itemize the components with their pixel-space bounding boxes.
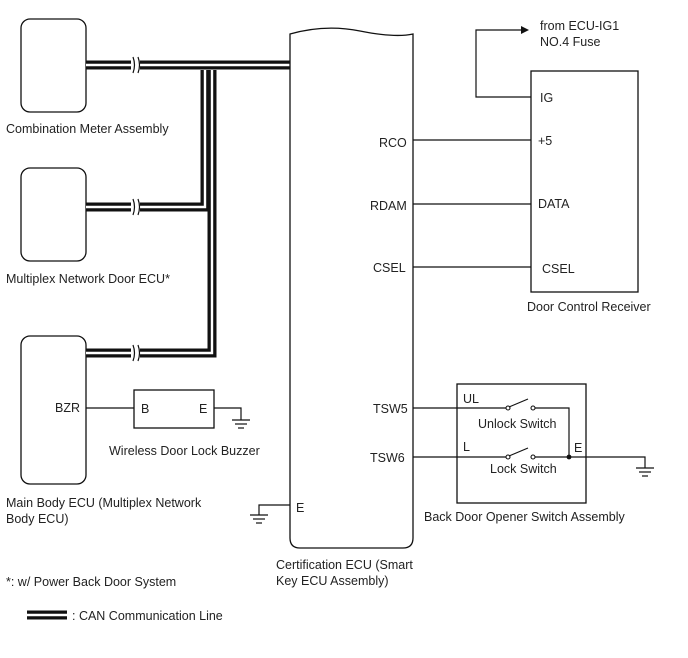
main-body-ecu-label-line2: Body ECU) (6, 512, 69, 526)
footnote: *: w/ Power Back Door System (6, 575, 176, 589)
sw-pin-l: L (463, 440, 470, 454)
power-arrow-icon (521, 26, 529, 34)
ecu-ground-icon (250, 514, 268, 524)
back-door-switch-label: Back Door Opener Switch Assembly (424, 510, 626, 524)
sw-pin-ul: UL (463, 392, 479, 406)
certification-ecu-box (289, 27, 414, 549)
unlock-switch-label: Unlock Switch (478, 417, 557, 431)
door-control-receiver-box (530, 70, 639, 293)
pin-bzr: BZR (55, 401, 80, 415)
pin-tsw5: TSW5 (373, 402, 408, 416)
rx-pin-ig: IG (540, 91, 553, 105)
buzzer-label: Wireless Door Lock Buzzer (109, 444, 260, 458)
ecu-ground-wire (258, 504, 290, 515)
ig-power-wire (475, 29, 531, 98)
pin-rco: RCO (379, 136, 407, 150)
certification-ecu-label-line2: Key ECU Assembly) (276, 574, 389, 588)
switch-ground-icon (636, 467, 654, 477)
combination-meter-label: Combination Meter Assembly (6, 122, 169, 136)
buzzer-ground-wire (214, 407, 242, 420)
buzzer-ground-icon (232, 419, 250, 429)
power-label-line1: from ECU-IG1 (540, 19, 619, 33)
main-body-ecu-box (20, 335, 87, 485)
unlock-switch-icon (457, 398, 570, 457)
multiplex-door-ecu-label: Multiplex Network Door ECU* (6, 272, 170, 286)
combination-meter-box (20, 18, 87, 113)
pin-csel: CSEL (373, 261, 406, 275)
multiplex-door-ecu-box (20, 167, 87, 262)
pin-ecu-e: E (296, 501, 304, 515)
buzzer-box (133, 389, 215, 429)
lock-switch-icon (457, 447, 569, 460)
wire-break-marks (131, 56, 141, 362)
buzzer-pin-b: B (141, 402, 149, 416)
pin-rdam: RDAM (370, 199, 407, 213)
rx-pin-csel: CSEL (542, 262, 575, 276)
lock-switch-label: Lock Switch (490, 462, 557, 476)
pin-tsw6: TSW6 (370, 451, 405, 465)
sw-pin-e: E (574, 441, 582, 455)
rx-pin-data: DATA (538, 197, 570, 211)
door-control-receiver-label: Door Control Receiver (527, 300, 651, 314)
rx-pin-5v: +5 (538, 134, 552, 148)
back-door-switch-box (456, 383, 587, 504)
certification-ecu-label-line1: Certification ECU (Smart (276, 558, 413, 572)
power-label-line2: NO.4 Fuse (540, 35, 600, 49)
can-bus (86, 60, 290, 358)
switch-ground-wire (569, 456, 646, 468)
buzzer-pin-e: E (199, 402, 207, 416)
main-body-ecu-label-line1: Main Body ECU (Multiplex Network (6, 496, 202, 510)
can-legend-label: : CAN Communication Line (72, 609, 223, 623)
